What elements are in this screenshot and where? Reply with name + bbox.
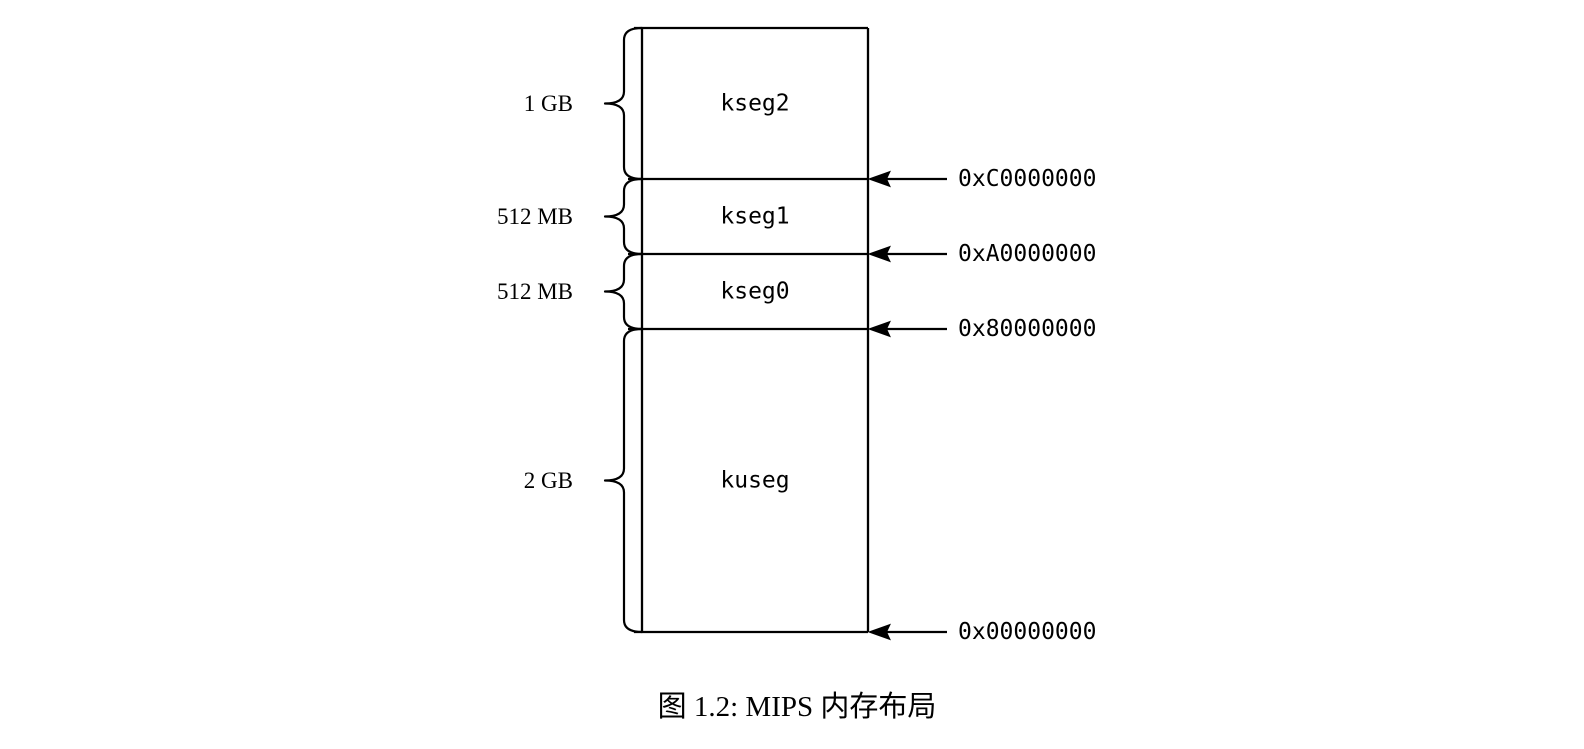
- size-brace-kseg1: [603, 177, 644, 256]
- arrow-left-head: [867, 623, 891, 641]
- segment-size-label: 2 GB: [524, 468, 573, 493]
- size-brace-kuseg: [603, 327, 644, 634]
- segment-size-label: 512 MB: [497, 204, 573, 229]
- address-pointer: 0xA0000000: [867, 241, 1096, 267]
- arrow-left-head: [867, 245, 891, 263]
- segment-label: kseg0: [720, 279, 789, 305]
- size-brace-kseg0: [603, 252, 644, 331]
- address-pointer: 0xC0000000: [867, 166, 1096, 192]
- segment-label: kseg2: [720, 91, 789, 117]
- arrow-left-head: [867, 320, 891, 338]
- figure-caption: 图 1.2: MIPS 内存布局: [658, 690, 937, 723]
- size-brace-kseg2: [603, 26, 644, 181]
- address-pointer: 0x80000000: [867, 316, 1096, 342]
- arrow-left-head: [867, 170, 891, 188]
- address-label: 0x00000000: [958, 619, 1096, 645]
- segment-size-label: 1 GB: [524, 91, 573, 116]
- segment-label: kuseg: [720, 468, 789, 494]
- segment-label: kseg1: [720, 204, 789, 230]
- address-label: 0x80000000: [958, 316, 1096, 342]
- address-label: 0xC0000000: [958, 166, 1096, 192]
- address-label: 0xA0000000: [958, 241, 1096, 267]
- address-pointer: 0x00000000: [867, 619, 1096, 645]
- segment-size-label: 512 MB: [497, 279, 573, 304]
